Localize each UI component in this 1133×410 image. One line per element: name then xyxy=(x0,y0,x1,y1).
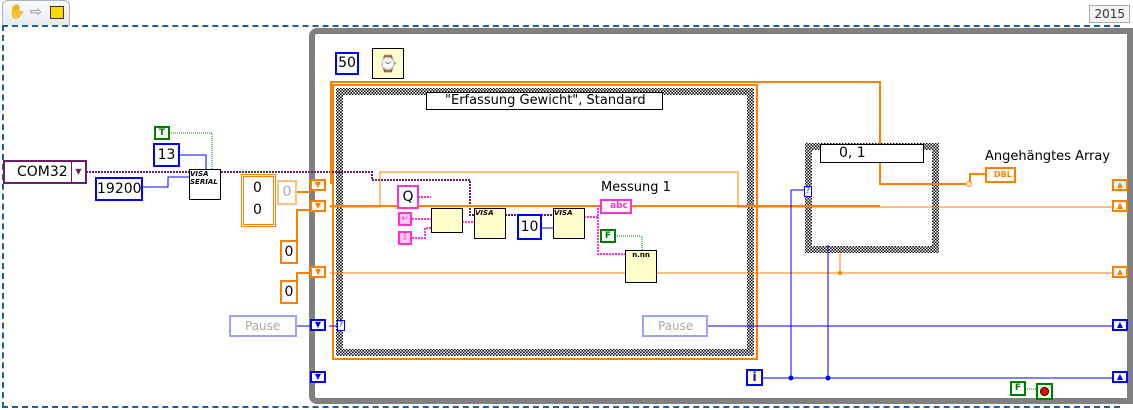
run-arrow-icon[interactable]: ⇨ xyxy=(30,4,42,20)
cluster-value[interactable]: 0 xyxy=(253,202,262,218)
array-label: Angehängtes Array xyxy=(985,149,1111,164)
line-feed-icon[interactable]: ⇩ xyxy=(398,231,412,245)
iteration-terminal: i xyxy=(746,369,763,386)
dropdown-arrow-icon[interactable]: ▼ xyxy=(71,162,85,182)
stop-false-constant[interactable]: F xyxy=(1010,381,1026,396)
shift-register-right[interactable]: ▲ xyxy=(1112,179,1128,191)
shift-register-right[interactable]: ▲ xyxy=(1112,200,1128,212)
false-constant[interactable]: F xyxy=(600,229,616,243)
concatenate-strings-node[interactable] xyxy=(431,208,463,233)
loop-condition-stop-icon[interactable] xyxy=(1036,383,1053,400)
numeric-indicator: 0 xyxy=(277,180,297,205)
command-string-constant[interactable]: Q xyxy=(397,185,419,209)
toolbar-tab: ✋ ⇨ xyxy=(2,0,70,26)
wait-timer-icon[interactable]: ⌚ xyxy=(372,48,404,79)
shift-register-right[interactable]: ▲ xyxy=(1112,371,1128,383)
fract-exp-string-to-number-node[interactable]: n.nn xyxy=(625,250,657,283)
hand-tool-icon[interactable]: ✋ xyxy=(8,4,26,20)
baud-rate-constant[interactable]: 19200 xyxy=(95,177,143,201)
termchar-enable-constant[interactable]: T xyxy=(154,126,170,140)
visa-write-node[interactable]: VISA xyxy=(474,208,506,239)
measurement-string-indicator: abc xyxy=(600,199,632,214)
shift-register-right[interactable]: ▲ xyxy=(1112,266,1128,278)
shift-register-left[interactable]: ▼ xyxy=(310,371,326,383)
visa-read-node[interactable]: VISA xyxy=(553,208,585,239)
shift-register-right[interactable]: ▲ xyxy=(1112,319,1128,331)
shift-register-left[interactable]: ▼ xyxy=(310,319,326,331)
appended-array-indicator: DBL xyxy=(985,167,1016,183)
shift-register-left[interactable]: ▼ xyxy=(310,200,326,212)
outer-structure-border xyxy=(2,25,1120,408)
measurement-label: Messung 1 xyxy=(601,180,671,195)
carriage-return-icon[interactable]: ↵ xyxy=(398,212,412,226)
inner-case-selector[interactable]: 0, 1 xyxy=(820,144,924,163)
case-selector[interactable]: "Erfassung Gewicht", Standard xyxy=(426,92,663,110)
case-selector-terminal: ? xyxy=(337,320,345,331)
numeric-cluster-constant[interactable]: 0 0 xyxy=(241,174,276,227)
state-enum-constant-left[interactable]: Pause xyxy=(229,315,297,337)
cluster-value[interactable]: 0 xyxy=(253,180,262,196)
visa-configure-serial-node[interactable]: VISA SERIAL xyxy=(189,169,221,200)
visa-resource-value: COM32 xyxy=(17,164,68,180)
shift-register-left[interactable]: ▼ xyxy=(310,179,326,191)
shift-register-init-2[interactable]: 0 xyxy=(280,280,298,304)
state-enum-constant-right[interactable]: Pause xyxy=(642,315,708,337)
case-selector-terminal: ? xyxy=(804,186,812,197)
shift-register-init-1[interactable]: 0 xyxy=(280,240,298,264)
visa-resource-control[interactable]: COM32▼ xyxy=(3,160,87,184)
wait-ms-constant[interactable]: 50 xyxy=(335,52,359,75)
while-loop xyxy=(309,28,1133,404)
byte-count-constant[interactable]: 10 xyxy=(517,214,542,240)
version-label: 2015 xyxy=(1089,5,1130,23)
termchar-constant[interactable]: 13 xyxy=(153,143,180,167)
vi-icon[interactable] xyxy=(50,6,64,19)
shift-register-left[interactable]: ▼ xyxy=(310,266,326,278)
